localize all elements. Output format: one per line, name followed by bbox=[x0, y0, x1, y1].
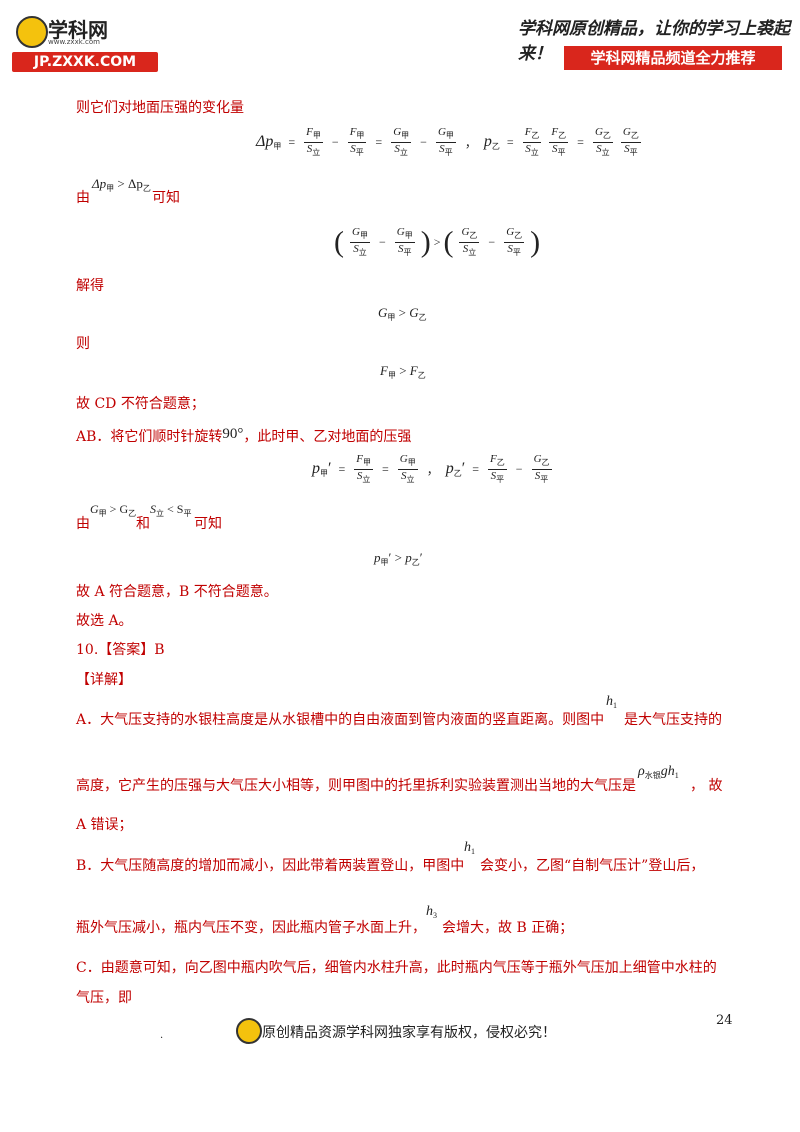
paragraph-2-post: 可知 bbox=[152, 190, 180, 206]
answer-heading: 10.【答案】B bbox=[76, 642, 165, 658]
paragraph-6: AB．将它们顺时针旋转90°，此时甲、乙对地面的压强 bbox=[76, 426, 412, 445]
eq1-lhs: Δp甲 bbox=[256, 133, 282, 152]
inline-math-rho: ρ水银gh1 bbox=[638, 764, 679, 780]
inline-math-p7b: S立 < S平 bbox=[150, 502, 192, 518]
logo-url: www.zxxk.com bbox=[48, 38, 100, 46]
inline-math-p2: Δp甲 > Δp乙 bbox=[92, 176, 151, 193]
paragraph-13: 高度，它产生的压强与大气压大小相等，则甲图中的托里拆利实验装置测出当地的大气压是 bbox=[76, 778, 636, 794]
paragraph-15-post: 会变小，乙图“自制气压计”登山后， bbox=[480, 858, 705, 874]
inline-math-h3: h3 bbox=[426, 904, 437, 920]
paragraph-3: 解得 bbox=[76, 278, 104, 294]
paragraph-7-pre: 由 bbox=[76, 516, 90, 532]
equation-3: G甲 > G乙 bbox=[378, 305, 427, 322]
paragraph-9: 故选 A。 bbox=[76, 613, 133, 629]
paragraph-14: A 错误； bbox=[76, 817, 133, 833]
paragraph-1: 则它们对地面压强的变化量 bbox=[76, 100, 244, 116]
paragraph-4: 则 bbox=[76, 336, 90, 352]
paragraph-12-post: 是大气压支持的 bbox=[624, 712, 722, 728]
paragraph-16-post: 会增大，故 B 正确； bbox=[442, 920, 574, 936]
paragraph-2: 由 bbox=[76, 190, 90, 206]
inline-math-p7a: G甲 > G乙 bbox=[90, 502, 137, 518]
paragraph-16: 瓶外气压减小，瓶内气压不变，因此瓶内管子水面上升， bbox=[76, 920, 426, 936]
inline-math-h1-a: h1 bbox=[606, 694, 617, 710]
footer-mascot-icon bbox=[236, 1018, 262, 1044]
detail-heading: 【详解】 bbox=[76, 672, 132, 688]
page-number: 24 bbox=[716, 1013, 733, 1028]
paragraph-18: 气压，即 bbox=[76, 990, 132, 1006]
inline-math-h1-b: h1 bbox=[464, 840, 475, 856]
footer-dot: . bbox=[160, 1030, 164, 1041]
mascot-icon bbox=[16, 16, 48, 48]
paragraph-13-post: ， 故 bbox=[690, 778, 723, 794]
paragraph-17: C．由题意可知，向乙图中瓶内吹气后，细管内水柱升高，此时瓶内气压等于瓶外气压加上… bbox=[76, 960, 717, 976]
footer-copyright: 原创精品资源学科网独家享有版权，侵权必究！ bbox=[262, 1025, 556, 1041]
paragraph-7-mid: 和 bbox=[136, 516, 150, 532]
equation-4: F甲 > F乙 bbox=[380, 363, 426, 380]
logo-banner: JP.ZXXK.COM bbox=[12, 52, 158, 72]
paragraph-12: A．大气压支持的水银柱高度是从水银槽中的自由液面到管内液面的竖直距离。则图中 bbox=[76, 712, 605, 728]
header-badge: 学科网精品频道全力推荐 bbox=[564, 46, 782, 70]
logo-text: 学科网 bbox=[48, 18, 108, 42]
header-slogan: 学科网原创精品，让你的学习上裘起来！ bbox=[518, 19, 790, 64]
eq1-rhs: p乙 bbox=[483, 133, 500, 152]
paragraph-7-post: 可知 bbox=[194, 516, 222, 532]
equation-6: p甲′ > p乙′ bbox=[374, 550, 423, 567]
paragraph-15: B．大气压随高度的增加而减小，因此带着两装置登山，甲图中 bbox=[76, 858, 465, 874]
paragraph-5: 故 CD 不符合题意； bbox=[76, 396, 205, 412]
paragraph-8: 故 A 符合题意，B 不符合题意。 bbox=[76, 584, 278, 600]
